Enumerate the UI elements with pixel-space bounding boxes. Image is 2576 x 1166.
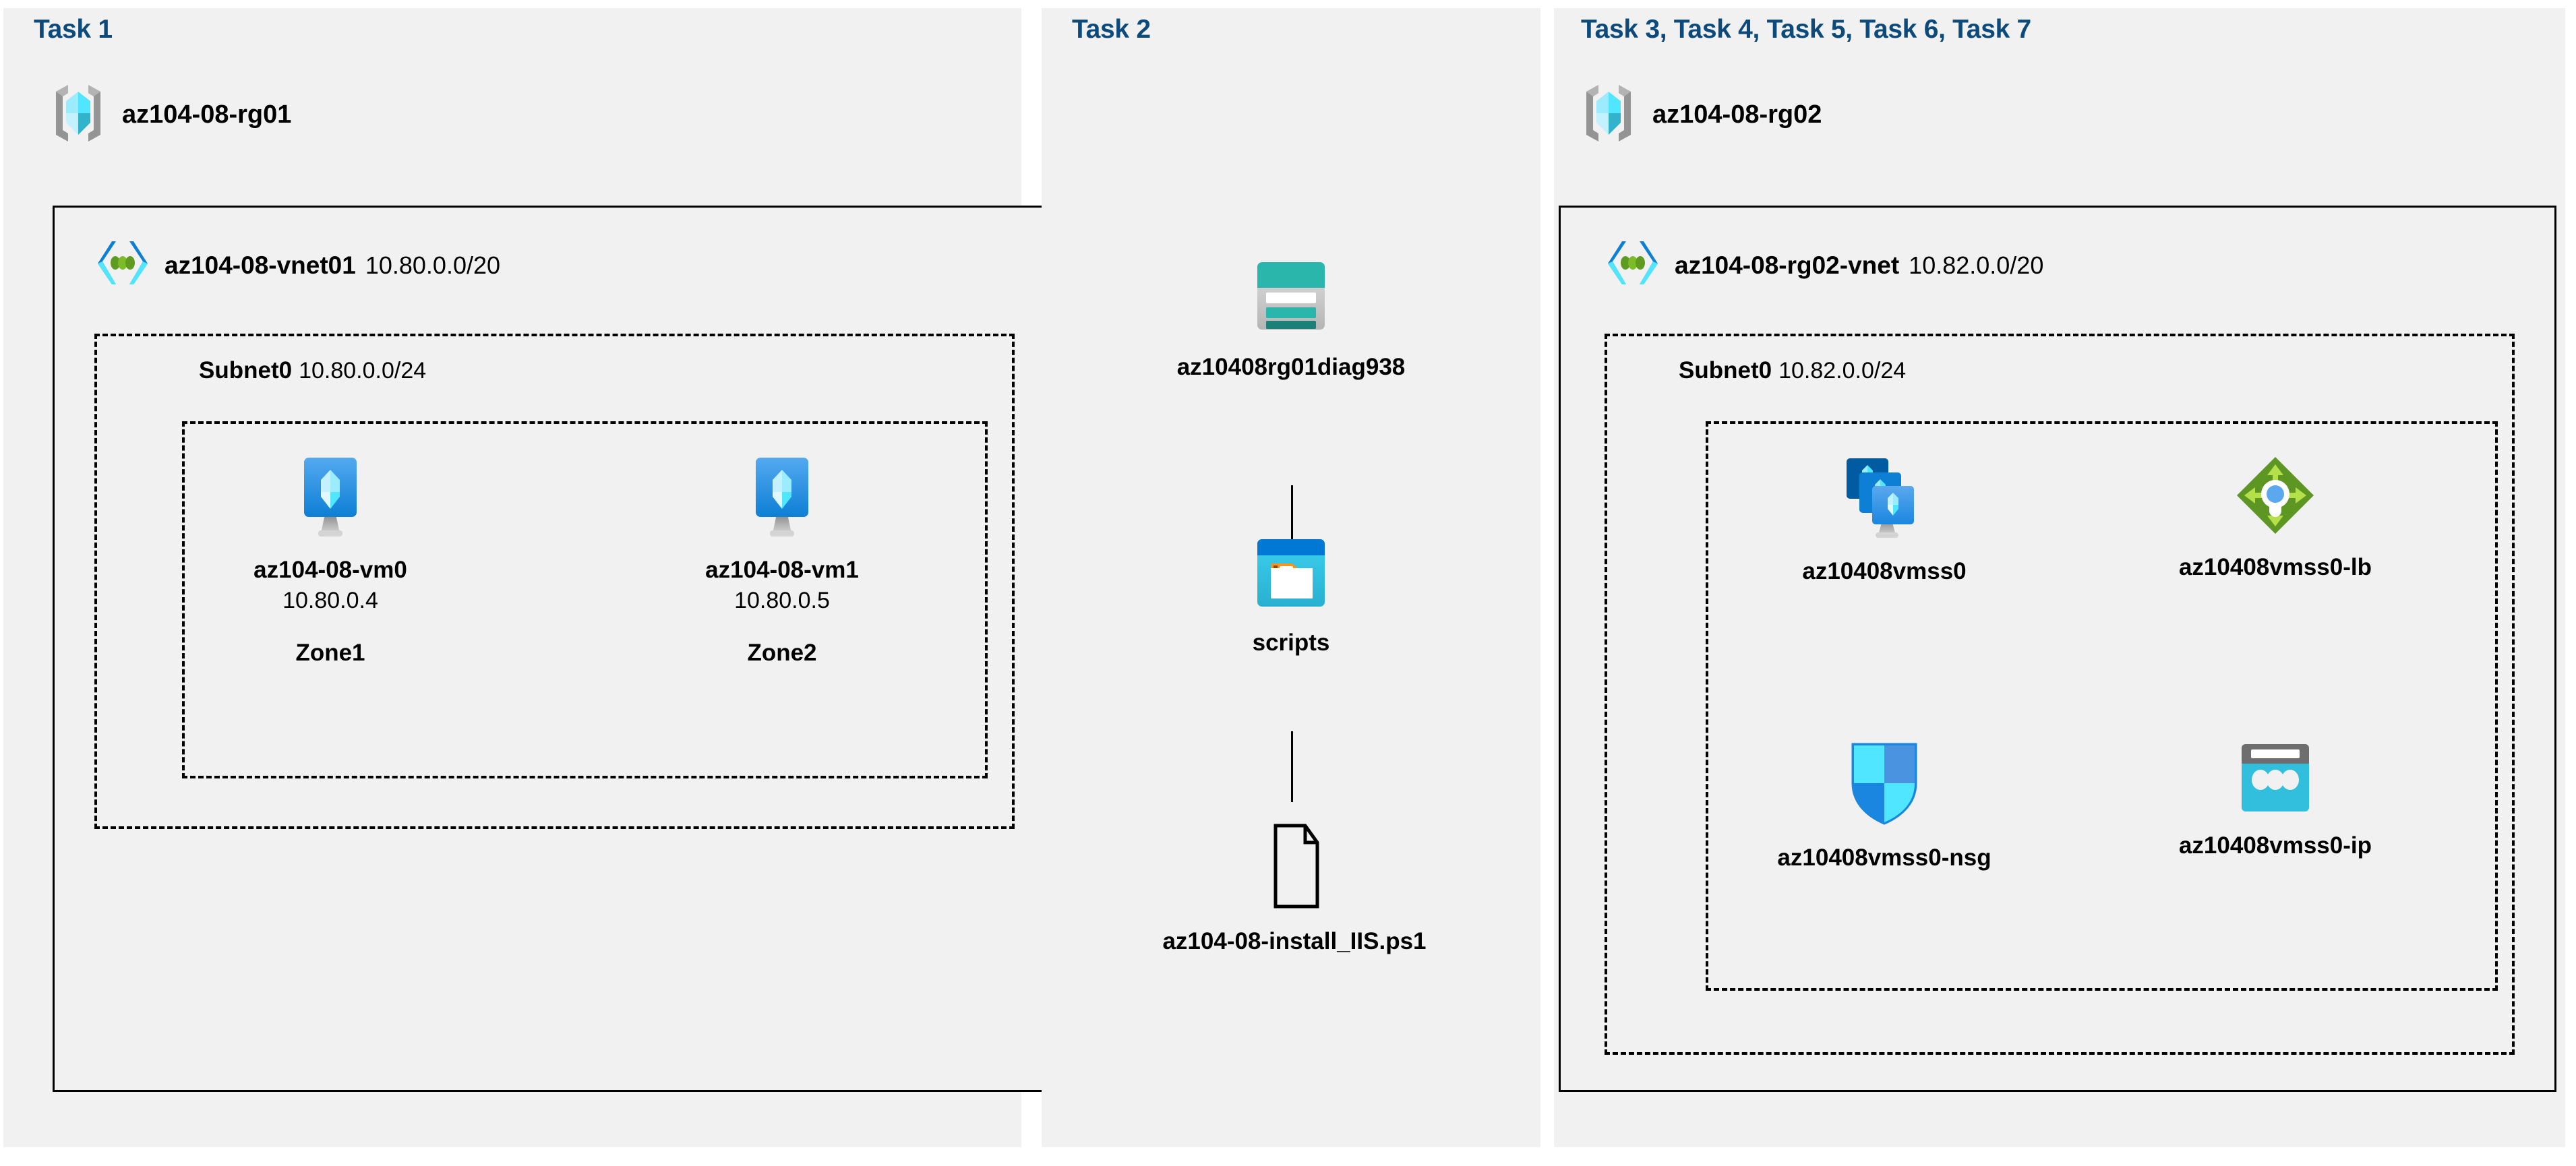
node-az104-08-vm1-label: az104-08-vm1 [705,557,859,583]
node-public-ip-address-label: az10408vmss0-ip [2178,832,2372,859]
vnet-az104-08-rg02-vnet-name: az104-08-rg02-vnet [1675,251,1900,279]
node-vm-scale-set-label: az10408vmss0 [1802,558,1967,584]
resource-group-rg02-label: az104-08-rg02 [1652,100,1822,129]
node-az104-08-vm0-zone: Zone1 [295,640,365,666]
vm-scale-set-icon [1844,455,1925,543]
vnet-az104-08-vnet01-cidr: 10.80.0.0/20 [365,251,501,279]
node-storage-account-label: az10408rg01diag938 [1176,354,1406,380]
virtual-machine-icon [295,455,365,542]
node-blob-container: scripts [1200,536,1382,656]
node-public-ip-address: az10408vmss0-ip [2144,741,2407,859]
node-az104-08-vm0-label: az104-08-vm0 [253,557,407,583]
node-network-security-group-label: az10408vmss0-nsg [1777,845,1991,871]
node-blob-container-label: scripts [1252,630,1330,656]
node-ps1-file: az104-08-install_IIS.ps1 [1092,822,1497,955]
subnet0-task3-cidr: 10.82.0.0/24 [1778,358,1907,383]
task-3-7-header: Task 3, Task 4, Task 5, Task 6, Task 7 [1581,15,2031,44]
node-vm-scale-set: az10408vmss0 [1753,455,2016,585]
subnet0-task3-box [1605,334,2515,1055]
node-network-security-group: az10408vmss0-nsg [1753,741,2016,871]
subnet0-task1-cidr: 10.80.0.0/24 [299,358,427,383]
node-load-balancer-label: az10408vmss0-lb [2178,554,2372,580]
resource-group-rg02: az104-08-rg02 [1581,82,1822,148]
node-az104-08-vm1-zone: Zone2 [747,640,817,666]
resource-group-icon [1581,82,1636,148]
virtual-machine-icon [747,455,817,542]
node-load-balancer: az10408vmss0-lb [2144,455,2407,581]
load-balancer-icon [2235,455,2316,539]
node-az104-08-vm1-ip: 10.80.0.5 [734,588,830,613]
node-storage-account: az10408rg01diag938 [1133,256,1449,381]
file-icon [1263,822,1325,913]
vnet-az104-08-rg02-vnet-header: az104-08-rg02-vnet 10.82.0.0/20 [1605,239,2043,291]
subnet0-task1-name: Subnet0 [199,357,293,383]
vnet-az104-08-rg02-vnet-box [1559,206,2556,1092]
virtual-network-icon [1605,239,1661,291]
public-ip-address-icon [2236,741,2314,818]
node-ps1-file-label: az104-08-install_IIS.ps1 [1162,928,1427,954]
resource-group-icon [51,82,106,148]
virtual-network-icon [94,239,151,291]
task-2-header: Task 2 [1072,15,1151,44]
availability-zones-box [182,421,988,778]
connector-storage-to-container [1291,485,1293,541]
task-1-header: Task 1 [34,15,113,44]
network-security-group-icon [1849,741,1920,830]
connector-container-to-file [1291,731,1293,802]
storage-account-icon [1251,256,1331,339]
resource-group-rg01-label: az104-08-rg01 [122,100,292,129]
node-az104-08-vm0: az104-08-vm0 10.80.0.4 Zone1 [222,455,438,667]
node-az104-08-vm0-ip: 10.80.0.4 [282,588,378,613]
node-az104-08-vm1: az104-08-vm1 10.80.0.5 Zone2 [674,455,890,667]
subnet0-task3-name: Subnet0 [1679,357,1772,383]
vnet-az104-08-vnet01-header: az104-08-vnet01 10.80.0.0/20 [94,239,500,291]
subnet0-task1-box [94,334,1015,829]
vnet-az104-08-vnet01-name: az104-08-vnet01 [164,251,356,279]
vnet-az104-08-rg02-vnet-cidr: 10.82.0.0/20 [1909,251,2044,279]
resource-group-rg01: az104-08-rg01 [51,82,291,148]
blob-container-icon [1253,536,1329,615]
vmss-resources-box [1706,421,2498,991]
